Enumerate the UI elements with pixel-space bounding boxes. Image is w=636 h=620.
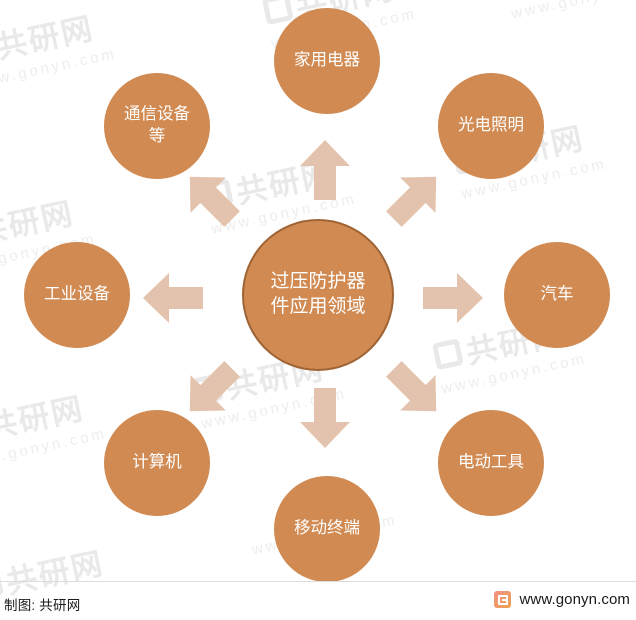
node-label: 汽车 xyxy=(540,285,574,304)
node-label: 工业设备 xyxy=(44,285,110,304)
node-label: 光电照明 xyxy=(458,116,524,135)
node-home-appliances[interactable]: 家用电器 xyxy=(274,8,380,114)
arrow-up-left-icon xyxy=(172,159,250,237)
footer-credit: 制图: 共研网 xyxy=(4,598,81,613)
node-optoelectronic-lighting[interactable]: 光电照明 xyxy=(438,73,544,179)
node-label: 移动终端 xyxy=(294,519,360,538)
node-communication-equipment[interactable]: 通信设备等 xyxy=(104,73,210,179)
node-label: 通信设备等 xyxy=(124,105,190,145)
footer-brand[interactable]: www.gonyn.com xyxy=(494,591,630,608)
node-label: 计算机 xyxy=(132,453,182,472)
node-center-topic[interactable]: 过压防护器件应用领域 xyxy=(242,219,394,371)
arrow-down-right-icon xyxy=(376,351,454,429)
arrow-up-icon xyxy=(300,140,350,200)
footer-divider xyxy=(0,581,636,582)
node-industrial-equipment[interactable]: 工业设备 xyxy=(24,242,130,348)
gonyn-logo-icon xyxy=(494,591,512,608)
node-label: 电动工具 xyxy=(458,453,524,472)
node-computers[interactable]: 计算机 xyxy=(104,410,210,516)
arrow-right-icon xyxy=(423,273,483,323)
arrow-left-icon xyxy=(143,273,203,323)
node-automotive[interactable]: 汽车 xyxy=(504,242,610,348)
center-node-label: 过压防护器件应用领域 xyxy=(270,271,366,317)
node-power-tools[interactable]: 电动工具 xyxy=(438,410,544,516)
node-mobile-terminals[interactable]: 移动终端 xyxy=(274,476,380,582)
arrow-up-right-icon xyxy=(376,159,454,237)
node-label: 家用电器 xyxy=(294,51,360,70)
footer-url: www.gonyn.com xyxy=(519,591,630,608)
arrow-down-left-icon xyxy=(172,351,250,429)
application-fields-diagram: 家用电器 光电照明 汽车 电动工具 移动终端 计算机 工业设备 通信设备等 过压… xyxy=(24,8,610,582)
arrow-down-icon xyxy=(300,388,350,448)
footer: 制图: 共研网 www.gonyn.com xyxy=(0,581,636,620)
